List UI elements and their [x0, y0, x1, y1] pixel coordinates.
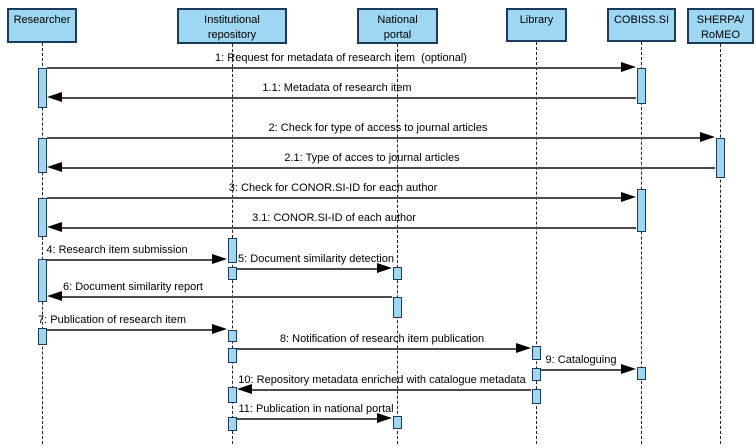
actor-label: National: [377, 14, 418, 26]
activation-bar-institutional-repository: [227, 417, 237, 431]
message-label-13: 10: Repository metadata enriched with ca…: [238, 374, 526, 386]
actor-box-cobiss-si: COBISS.SI: [607, 8, 676, 42]
message-arrowhead-icon: [377, 263, 392, 273]
message-label-12: 9: Cataloguing: [545, 354, 617, 366]
activation-bar-national-portal: [392, 267, 402, 280]
actor-box-researcher: Researcher: [7, 8, 77, 43]
message-line-7: [47, 259, 212, 261]
activation-bar-institutional-repository: [227, 238, 237, 263]
message-arrowhead-icon: [377, 413, 392, 423]
actor-label: RoMEO: [700, 29, 741, 41]
message-line-6: [62, 227, 636, 229]
message-line-9: [62, 296, 392, 298]
activation-bar-researcher: [37, 198, 47, 237]
actor-label: Institutional: [204, 14, 260, 26]
message-label-14: 11: Publication in national portal: [238, 403, 394, 415]
lifeline-cobiss-si: [641, 42, 642, 444]
activation-bar-cobiss-si: [636, 68, 646, 104]
actor-box-sherpa-romeo: SHERPA/RoMEO: [687, 8, 754, 44]
message-line-1: [47, 67, 621, 69]
lifeline-national-portal: [397, 44, 398, 444]
message-line-11: [237, 348, 516, 350]
activation-bar-institutional-repository: [227, 267, 237, 280]
message-arrowhead-icon: [516, 343, 531, 353]
message-arrowhead-icon: [237, 384, 252, 394]
activation-bar-national-portal: [392, 297, 402, 318]
activation-bar-library: [531, 389, 541, 404]
message-line-13: [252, 389, 531, 391]
activation-bar-sherpa-romeo: [715, 138, 725, 178]
message-arrowhead-icon: [621, 192, 636, 202]
lifeline-researcher: [42, 43, 43, 444]
activation-bar-researcher: [37, 138, 47, 173]
activation-bar-national-portal: [392, 416, 402, 429]
message-arrowhead-icon: [700, 132, 715, 142]
message-label-7: 4: Research item submission: [46, 244, 188, 256]
message-arrowhead-icon: [47, 291, 62, 301]
message-label-11: 8: Notification of research item publica…: [279, 333, 485, 345]
message-label-3: 2: Check for type of access to journal a…: [268, 122, 488, 134]
activation-bar-researcher: [37, 328, 47, 345]
activation-bar-institutional-repository: [227, 387, 237, 403]
message-arrowhead-icon: [621, 364, 636, 374]
activation-bar-cobiss-si: [636, 367, 646, 380]
message-label-8: 5: Document similarity detection: [238, 253, 394, 265]
actor-label: SHERPA/: [696, 14, 745, 26]
lifeline-sherpa-romeo: [720, 44, 721, 444]
message-line-5: [47, 197, 621, 199]
message-arrowhead-icon: [47, 92, 62, 102]
message-arrowhead-icon: [47, 162, 62, 172]
message-label-5: 3: Check for CONOR.SI-ID for each author: [228, 182, 438, 194]
actor-label: Researcher: [13, 14, 71, 26]
message-arrowhead-icon: [212, 324, 227, 334]
actor-box-national-portal: National portal: [357, 8, 438, 44]
activation-bar-library: [531, 368, 541, 381]
actor-label: Library: [519, 14, 554, 26]
message-line-4: [62, 167, 715, 169]
actor-label: repository: [207, 29, 257, 41]
message-arrowhead-icon: [212, 254, 227, 264]
message-label-1: 1: Request for metadata of research item…: [215, 52, 467, 64]
message-arrowhead-icon: [621, 62, 636, 72]
message-line-8: [237, 268, 377, 270]
message-label-4: 2.1: Type of acces to journal articles: [284, 152, 460, 164]
message-arrowhead-icon: [47, 222, 62, 232]
lifeline-library: [536, 42, 537, 444]
activation-bar-library: [531, 346, 541, 360]
actor-label: COBISS.SI: [613, 14, 670, 26]
activation-bar-cobiss-si: [636, 189, 646, 232]
actor-box-institutional-repository: Institutional repository: [177, 8, 287, 44]
message-line-3: [47, 137, 700, 139]
message-label-10: 7: Publication of research item: [38, 314, 186, 326]
activation-bar-researcher: [37, 68, 47, 108]
message-label-6: 3.1: CONOR.SI-ID of each author: [252, 212, 416, 224]
message-label-2: 1.1: Metadata of research item: [262, 82, 412, 94]
actor-label: portal: [383, 29, 412, 41]
activation-bar-researcher: [37, 259, 47, 302]
activation-bar-institutional-repository: [227, 348, 237, 363]
message-line-14: [237, 418, 377, 420]
message-line-10: [47, 329, 212, 331]
actor-box-library: Library: [506, 8, 567, 42]
message-line-12: [541, 369, 621, 371]
message-line-2: [62, 97, 636, 99]
message-label-9: 6: Document similarity report: [63, 281, 203, 293]
activation-bar-institutional-repository: [227, 330, 237, 342]
